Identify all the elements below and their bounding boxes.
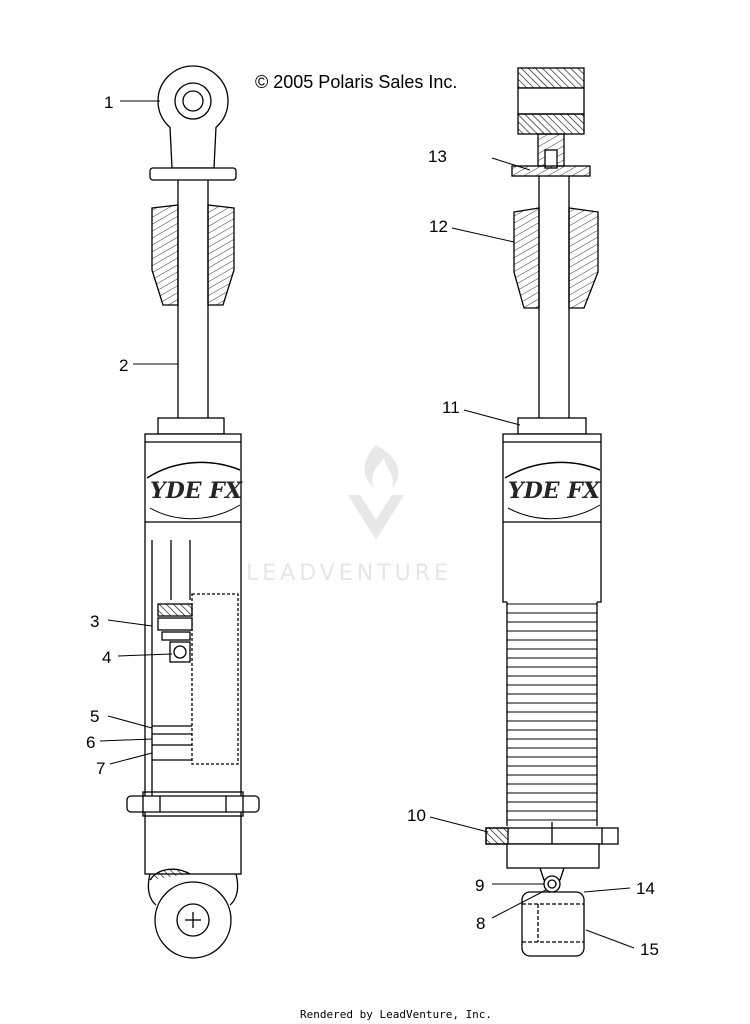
callout-11: 11 — [442, 398, 460, 417]
callout-3: 3 — [90, 612, 99, 631]
svg-text:YDE FX: YDE FX — [508, 478, 601, 504]
watermark-logo: LEADVENTURE — [246, 445, 452, 586]
callout-6: 6 — [86, 733, 95, 752]
callout-8: 8 — [476, 914, 485, 933]
callout-4: 4 — [102, 648, 111, 667]
callout-14: 14 — [636, 879, 655, 898]
copyright-text: © 2005 Polaris Sales Inc. — [255, 72, 457, 92]
left-shock-assembly: YDE FX — [126, 65, 260, 959]
callout-15: 15 — [640, 940, 659, 959]
callout-13: 13 — [428, 147, 447, 166]
callout-7: 7 — [96, 759, 105, 778]
callout-12: 12 — [429, 217, 448, 236]
callout-1: 1 — [104, 93, 113, 112]
right-shock-assembly: YDE FX — [485, 67, 619, 957]
svg-text:YDE FX: YDE FX — [150, 478, 243, 504]
footer-credit: Rendered by LeadVenture, Inc. — [300, 1008, 492, 1021]
callout-9: 9 — [475, 876, 484, 895]
callout-labels: 1 2 3 4 5 6 7 8 9 10 11 12 13 14 15 — [86, 93, 659, 959]
callout-10: 10 — [407, 806, 426, 825]
callout-5: 5 — [90, 707, 99, 726]
watermark-text: LEADVENTURE — [246, 561, 452, 586]
callout-2: 2 — [119, 356, 128, 375]
callout-leaders — [99, 100, 635, 949]
